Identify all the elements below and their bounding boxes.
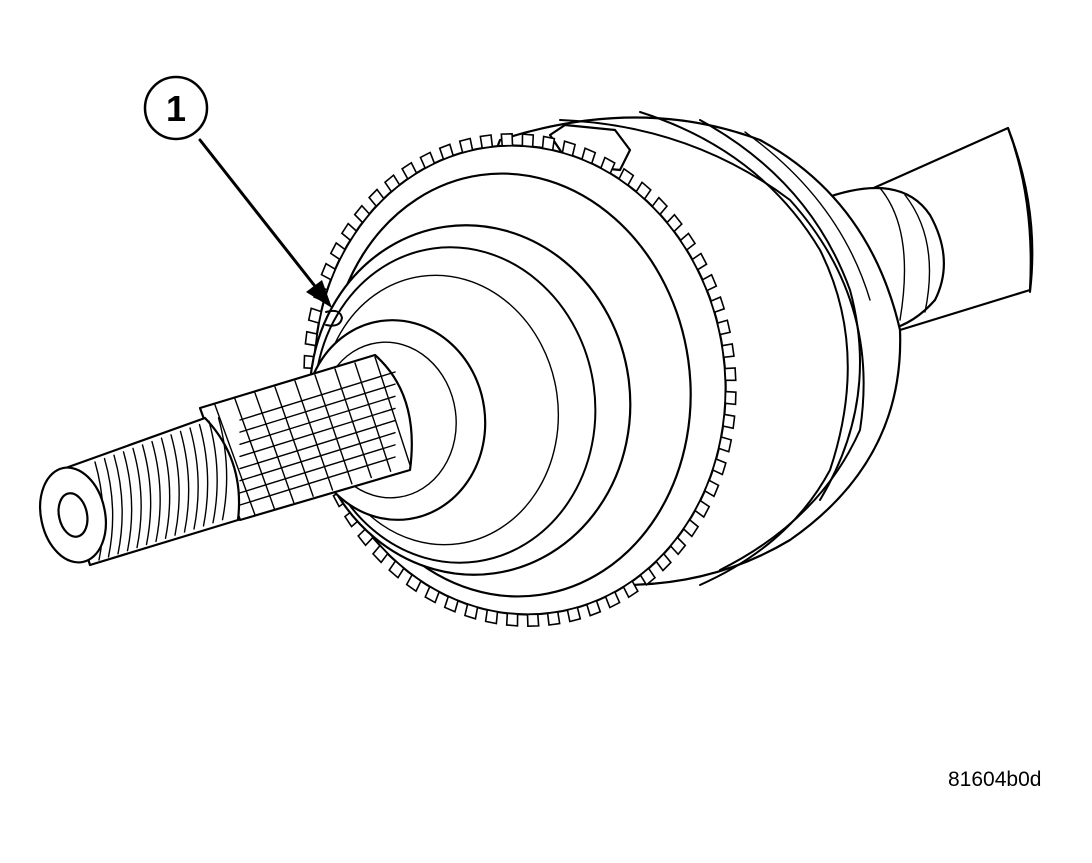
spline-ridge bbox=[239, 444, 396, 494]
tone-ring-tooth bbox=[479, 134, 494, 149]
tone-ring-tooth bbox=[604, 590, 621, 609]
tone-ring-tooth bbox=[716, 319, 732, 336]
tone-ring-tooth bbox=[438, 143, 455, 161]
tone-ring-tooth bbox=[669, 536, 687, 556]
tone-ring-tooth bbox=[599, 156, 616, 175]
tone-ring-tooth bbox=[724, 367, 737, 382]
tone-ring-tooth bbox=[304, 330, 318, 347]
tone-ring-tooth bbox=[691, 252, 708, 271]
tone-ring-tooth bbox=[701, 273, 718, 292]
thread-line bbox=[132, 447, 142, 549]
tone-ring-tooth bbox=[546, 611, 561, 626]
tone-ring-tooth bbox=[717, 436, 733, 453]
tone-ring-tooth bbox=[666, 213, 683, 233]
spline-line bbox=[234, 398, 276, 510]
thread-line bbox=[103, 457, 114, 558]
tone-ring-tooth bbox=[521, 133, 535, 148]
tone-ring-tooth bbox=[655, 552, 672, 572]
tone-ring-tooth bbox=[651, 196, 669, 216]
tone-ring-tooth bbox=[639, 567, 657, 587]
tone-ring-tooth bbox=[340, 222, 358, 242]
thread-line bbox=[179, 430, 190, 533]
tone-ring-tooth bbox=[561, 140, 577, 157]
tone-ring-tooth bbox=[622, 579, 639, 599]
thread-line bbox=[122, 451, 133, 552]
tone-ring-tooth bbox=[307, 307, 323, 324]
spline-line bbox=[214, 404, 256, 516]
tone-ring-tooth bbox=[724, 390, 737, 406]
spline-line bbox=[294, 380, 334, 491]
spline-ridge bbox=[239, 419, 396, 470]
tone-ring-tooth bbox=[484, 608, 499, 625]
thread-line bbox=[208, 420, 218, 524]
callout-label: 1 bbox=[166, 88, 186, 129]
tone-ring-tooth bbox=[388, 559, 405, 579]
thread-line bbox=[160, 437, 171, 539]
tone-ring-tooth bbox=[368, 188, 385, 208]
tone-ring-tooth bbox=[419, 151, 436, 170]
figure-id: 81604b0d bbox=[948, 768, 1042, 791]
tone-ring-tooth bbox=[458, 137, 474, 154]
spline-line bbox=[254, 392, 295, 504]
notch-detail bbox=[325, 309, 343, 327]
spline-ridge bbox=[239, 383, 396, 433]
spline-ridge bbox=[239, 395, 396, 445]
thread-line bbox=[189, 427, 199, 530]
callout-arrowhead bbox=[306, 280, 332, 308]
tone-ring-tooth bbox=[505, 612, 519, 627]
splined-shaft bbox=[198, 353, 413, 522]
spline-line bbox=[354, 362, 392, 472]
tone-ring-tooth bbox=[424, 585, 441, 604]
thread-line bbox=[198, 423, 209, 527]
spline-line bbox=[274, 386, 314, 497]
thread-line bbox=[217, 417, 228, 521]
tone-ring-tooth bbox=[401, 161, 418, 181]
tone-ring-tooth bbox=[709, 296, 726, 314]
tone-ring-tooth bbox=[711, 457, 727, 476]
spline-ridge bbox=[239, 456, 396, 506]
tone-ring-tooth bbox=[526, 613, 540, 627]
tone-ring-tooth bbox=[405, 573, 422, 593]
thread-line bbox=[151, 440, 161, 543]
tone-ring-tooth bbox=[581, 147, 597, 165]
spline-ridge bbox=[239, 371, 396, 421]
spline-line bbox=[374, 356, 411, 466]
spline-line bbox=[334, 368, 372, 479]
tone-ring-tooth bbox=[694, 499, 711, 519]
tone-ring-tooth bbox=[703, 479, 720, 498]
spline-ridge bbox=[239, 432, 396, 482]
tone-ring-tooth bbox=[541, 135, 556, 152]
thread-line bbox=[113, 454, 123, 555]
callout-1: 1 bbox=[143, 75, 332, 308]
callout-circle bbox=[143, 75, 209, 141]
tone-ring-tooth bbox=[682, 518, 700, 538]
tone-ring-tooth bbox=[463, 603, 479, 620]
spline-line bbox=[314, 374, 353, 485]
tone-ring-tooth bbox=[618, 167, 635, 187]
tone-ring-tooth bbox=[635, 181, 652, 201]
tone-ring-tooth bbox=[722, 413, 736, 430]
threaded-end bbox=[39, 416, 241, 567]
tone-ring-tooth bbox=[721, 343, 735, 359]
tone-ring-tooth bbox=[353, 204, 371, 224]
thread-line bbox=[170, 434, 180, 536]
tone-ring-tooth bbox=[320, 262, 337, 281]
tone-ring-tooth bbox=[329, 241, 346, 261]
thread-line bbox=[141, 444, 152, 546]
tone-ring-tooth bbox=[500, 133, 514, 147]
tone-ring-tooth bbox=[566, 606, 582, 623]
spline-ridge bbox=[239, 407, 396, 458]
tone-ring-tooth bbox=[585, 599, 602, 617]
tone-ring-tooth bbox=[679, 232, 697, 252]
tone-ring-tooth bbox=[443, 595, 459, 613]
tone-ring-tooth bbox=[383, 173, 401, 193]
tone-ring-tooth bbox=[371, 544, 389, 564]
